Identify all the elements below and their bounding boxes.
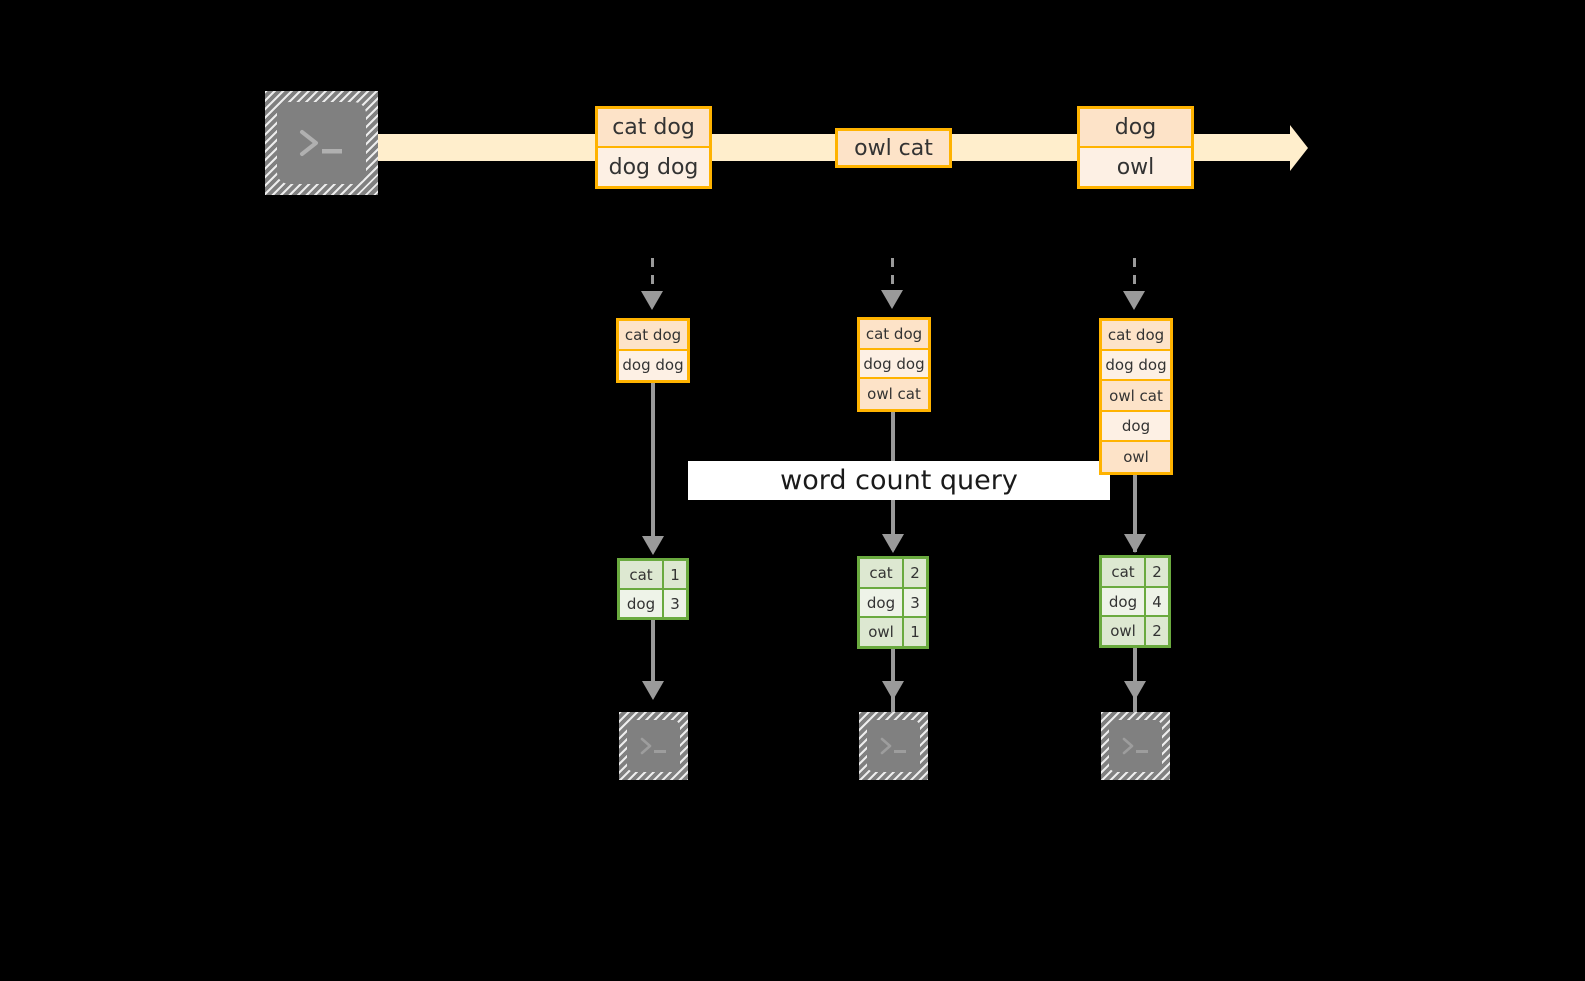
snapshot-2-tap-arrowhead-icon: [881, 290, 903, 309]
snapshot-1-query-line: [651, 383, 655, 551]
snapshot-3-query-line: [1133, 474, 1137, 552]
stream-event-group-2: owl cat: [835, 128, 952, 168]
snapshot-input-row: dog dog: [619, 350, 687, 380]
result-row: dog 3: [620, 590, 686, 617]
source-terminal-icon: [265, 91, 378, 195]
result-key: cat: [860, 559, 904, 587]
stream-event-group-1: cat dog dog dog: [595, 106, 712, 189]
result-row: cat 1: [620, 561, 686, 590]
snapshot-input-row: owl cat: [860, 379, 928, 410]
snapshot-2-result-table: cat 2 dog 3 owl 1: [857, 556, 929, 649]
snapshot-2-sink-terminal-icon: [859, 712, 928, 780]
result-value: 3: [904, 588, 926, 617]
result-key: dog: [1102, 587, 1146, 616]
result-key: cat: [1102, 558, 1146, 586]
snapshot-input-row: cat dog: [860, 320, 928, 350]
snapshot-2-tap-line: [891, 258, 894, 294]
snapshot-2-input-table: cat dog dog dog owl cat: [857, 317, 931, 412]
result-value: 4: [1146, 587, 1168, 616]
result-value: 1: [904, 618, 926, 647]
snapshot-input-row: cat dog: [1102, 321, 1170, 352]
snapshot-input-row: owl: [1102, 441, 1170, 472]
result-key: owl: [1102, 617, 1146, 646]
snapshot-1-result-table: cat 1 dog 3: [617, 558, 689, 620]
result-key: dog: [860, 588, 904, 617]
snapshot-3-tap-line: [1133, 258, 1136, 294]
snapshot-2-sink-arrowhead-icon: [882, 681, 904, 700]
result-value: 2: [1146, 617, 1168, 646]
snapshot-input-row: dog: [1102, 411, 1170, 442]
snapshot-3-sink-terminal-icon: [1101, 712, 1170, 780]
snapshot-3-query-arrowhead-icon: [1124, 534, 1146, 553]
stream-event-group-3: dog owl: [1077, 106, 1194, 189]
result-value: 1: [664, 561, 686, 588]
snapshot-input-row: dog dog: [860, 349, 928, 380]
stream-arrowhead-icon: [1290, 125, 1308, 171]
snapshot-input-row: cat dog: [619, 321, 687, 351]
stream-event-row: owl: [1080, 148, 1191, 186]
result-key: cat: [620, 561, 664, 588]
result-row: owl 1: [860, 618, 926, 647]
result-key: owl: [860, 618, 904, 647]
result-value: 3: [664, 590, 686, 617]
snapshot-input-row: dog dog: [1102, 351, 1170, 382]
stream-event-row: cat dog: [598, 109, 709, 149]
snapshot-3-input-table: cat dog dog dog owl cat dog owl: [1099, 318, 1173, 475]
stream-event-row: dog: [1080, 109, 1191, 149]
snapshot-1-sink-terminal-icon: [619, 712, 688, 780]
snapshot-3-tap-arrowhead-icon: [1123, 291, 1145, 310]
snapshot-1-query-arrowhead-icon: [642, 536, 664, 555]
result-row: dog 3: [860, 588, 926, 619]
stream-event-row: owl cat: [838, 131, 949, 165]
snapshot-1-sink-line: [651, 620, 655, 689]
snapshot-input-row: owl cat: [1102, 381, 1170, 412]
result-row: cat 2: [1102, 558, 1168, 588]
snapshot-3-sink-arrowhead-icon: [1124, 681, 1146, 700]
result-key: dog: [620, 590, 664, 617]
snapshot-1-tap-line: [651, 258, 654, 294]
result-row: cat 2: [860, 559, 926, 589]
snapshot-1-tap-arrowhead-icon: [641, 291, 663, 310]
snapshot-2-query-arrowhead-icon: [882, 534, 904, 553]
snapshot-1-sink-arrowhead-icon: [642, 681, 664, 700]
snapshot-1-input-table: cat dog dog dog: [616, 318, 690, 383]
query-label: word count query: [688, 461, 1110, 500]
result-value: 2: [904, 559, 926, 587]
result-row: owl 2: [1102, 617, 1168, 646]
snapshot-3-result-table: cat 2 dog 4 owl 2: [1099, 555, 1171, 648]
result-value: 2: [1146, 558, 1168, 586]
result-row: dog 4: [1102, 587, 1168, 618]
stream-event-row: dog dog: [598, 148, 709, 186]
